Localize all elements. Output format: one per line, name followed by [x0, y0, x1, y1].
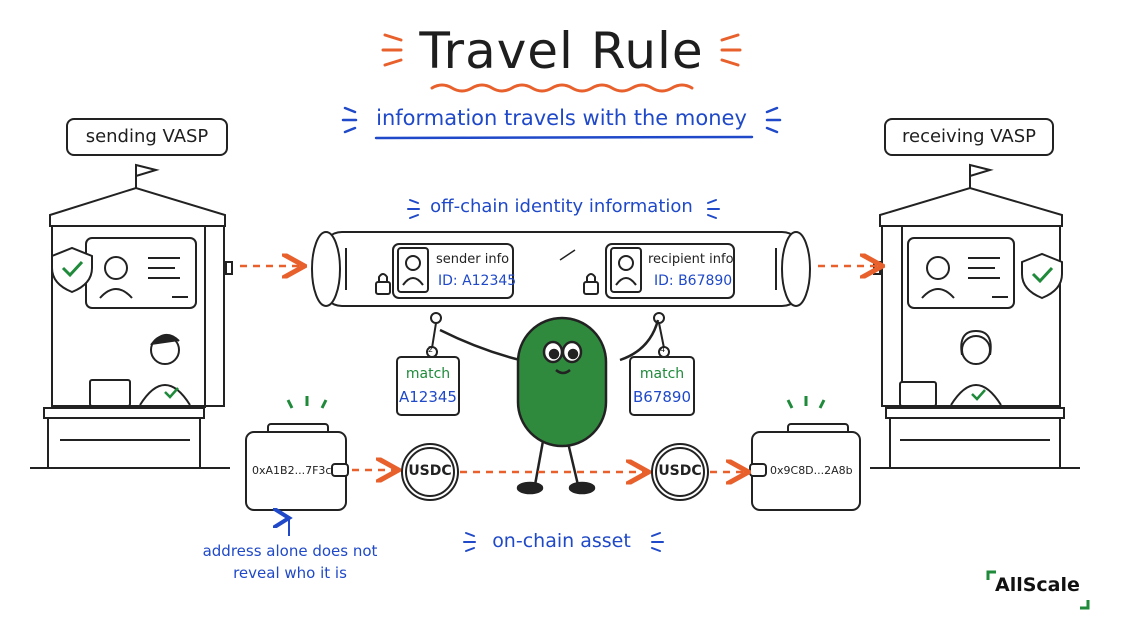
allscale-logo: AllScale — [995, 574, 1080, 596]
logo-mark — [986, 570, 1090, 610]
right-tag-id: B67890 — [632, 388, 691, 406]
sender-card-id: ID: A12345 — [438, 273, 517, 289]
recipient-info-card — [605, 243, 735, 299]
subtitle-decoration — [341, 106, 782, 140]
left-tag-id: A12345 — [399, 388, 457, 406]
recipient-wallet — [749, 396, 861, 511]
page-title: Travel Rule — [419, 22, 704, 80]
onchain-label: on-chain asset — [492, 530, 631, 552]
off-chain-tube — [311, 231, 811, 307]
left-tag-match: match — [405, 366, 451, 382]
left-tag-number: 2 — [428, 345, 434, 354]
recipient-wallet-address: 0x9C8D...2A8b — [770, 464, 853, 477]
sending-vasp-label: sending VASP — [66, 118, 228, 156]
address-note: address alone does not reveal who it is — [202, 542, 378, 582]
onchain-arrows — [352, 470, 746, 472]
title-decoration — [381, 33, 742, 93]
recipient-card-name: recipient info — [648, 252, 734, 267]
receiving-vasp-label: receiving VASP — [884, 118, 1054, 156]
sender-wallet-address: 0xA1B2...7F3c — [252, 464, 332, 477]
sending-vasp-booth — [30, 163, 233, 469]
mascot-character — [439, 316, 660, 495]
receiving-vasp-booth — [870, 163, 1080, 469]
sender-wallet — [245, 396, 349, 511]
offchain-label: off-chain identity information — [430, 196, 693, 217]
usdc-coin-left: USDC — [408, 463, 452, 479]
page-subtitle: information travels with the money — [376, 106, 747, 130]
right-tag-number: 4 — [660, 345, 666, 354]
offchain-decoration — [407, 199, 720, 552]
match-tags — [396, 312, 695, 416]
sender-info-card — [392, 243, 514, 299]
sender-card-name: sender info — [436, 252, 510, 267]
recipient-card-id: ID: B67890 — [654, 273, 733, 289]
usdc-coins — [401, 443, 709, 501]
right-tag-match: match — [639, 366, 685, 382]
usdc-coin-right: USDC — [658, 463, 702, 479]
